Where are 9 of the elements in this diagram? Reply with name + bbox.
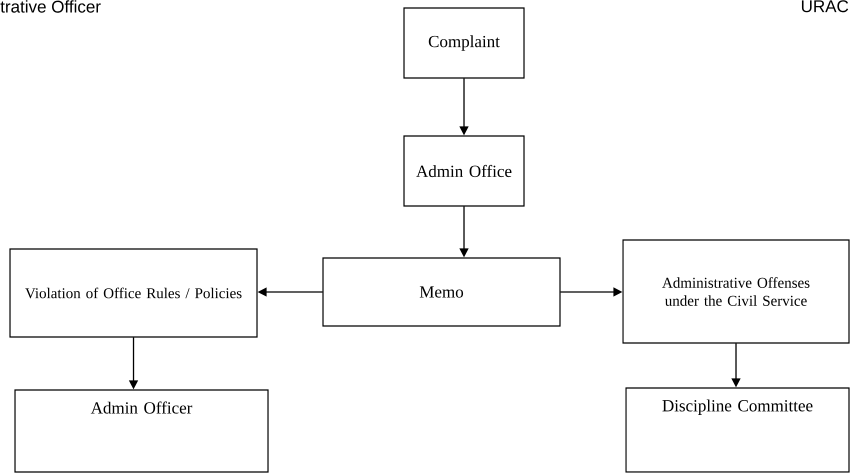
process-box: Admin Officer: [14, 389, 269, 473]
process-box: Memo: [322, 257, 561, 327]
process-box: Violation of Office Rules / Policies: [9, 248, 258, 338]
process-box: Discipline Committee: [625, 387, 850, 473]
header-text: trative Officer: [0, 0, 101, 13]
header-text: URAC: [802, 0, 848, 12]
process-box: Administrative Offenses under the Civil Service: [622, 239, 850, 344]
process-box: Admin Office: [403, 135, 525, 207]
process-box: Complaint: [403, 7, 525, 79]
